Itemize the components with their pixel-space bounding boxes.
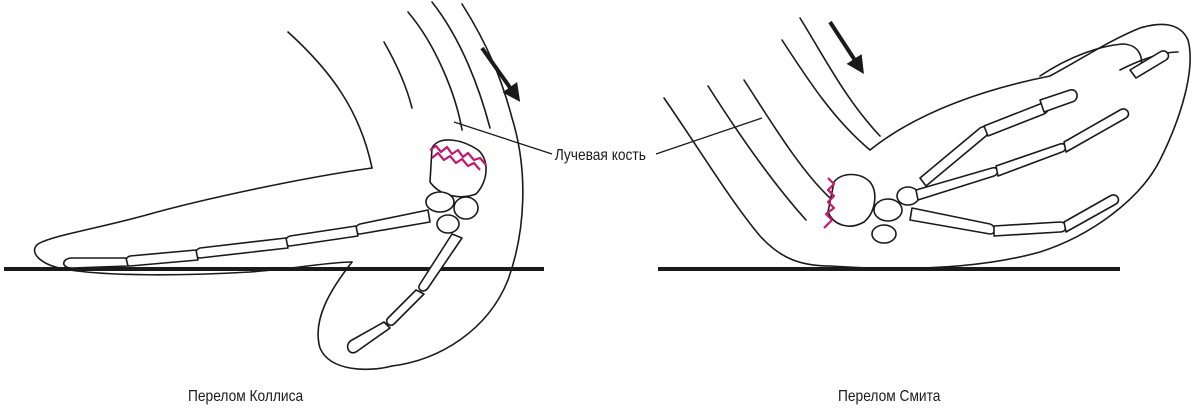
smith-metacarpal-bone	[909, 207, 996, 235]
colles-forearm-outline-inner	[383, 41, 413, 109]
colles-radius-line-b	[431, 1, 491, 129]
colles-forearm-outline-top	[287, 31, 373, 169]
smith-radius-distal-bone	[827, 173, 876, 227]
smith-thumb-outline	[1039, 43, 1143, 77]
colles-thumb-phalanx-bone	[346, 321, 391, 354]
smith-forearm-outline-top	[781, 39, 871, 151]
radius-leader-line-right	[655, 117, 763, 155]
colles-phalanx-bone	[284, 225, 359, 247]
smith-phalanx-bone	[995, 142, 1067, 177]
colles-caption: Перелом Коллиса	[188, 388, 304, 405]
smith-phalanx-bone	[1063, 108, 1130, 153]
colles-metacarpal-bone	[354, 209, 431, 235]
smith-carpal-bone	[873, 198, 903, 222]
colles-phalanx-bone	[194, 237, 289, 259]
colles-thumb-outline	[317, 261, 393, 371]
colles-carpal-bone	[436, 214, 460, 234]
radius-leader-line-left	[453, 121, 553, 155]
colles-radius-line-a	[407, 11, 463, 131]
colles-thumb-metacarpal-bone	[418, 233, 463, 292]
force-arrow-icon	[480, 46, 521, 102]
smith-fracture-line	[823, 177, 836, 229]
smith-carpal-bone	[871, 224, 897, 244]
colles-carpal-bone	[425, 191, 455, 213]
colles-fracture-line	[431, 151, 481, 171]
colles-phalanx-bone	[124, 249, 199, 267]
colles-hand-outline	[33, 167, 373, 276]
colles-figure	[4, 1, 544, 371]
colles-phalanx-bone	[62, 257, 129, 269]
smith-thumb-phalanx-bone	[1039, 89, 1078, 113]
smith-phalanx-bone	[1063, 194, 1120, 233]
smith-thumb-phalanx-bone	[983, 102, 1050, 137]
colles-fracture-line	[429, 144, 487, 166]
force-arrow-icon	[828, 20, 864, 75]
smith-finger-tip-bone	[1129, 50, 1170, 79]
smith-caption: Перелом Смита	[838, 388, 941, 405]
colles-carpal-bone	[453, 196, 479, 220]
radius-bone-label: Лучевая кость	[553, 147, 648, 165]
smith-forearm-outline-bottom	[663, 97, 831, 267]
smith-phalanx-bone	[993, 221, 1067, 237]
smith-radius-line-b	[743, 79, 831, 199]
colles-thumb-phalanx-bone	[385, 289, 425, 327]
smith-hand-outline	[829, 23, 1191, 270]
smith-figure	[658, 17, 1191, 271]
smith-radius-line-a	[707, 85, 807, 221]
smith-forearm-outline-inner	[799, 17, 881, 137]
